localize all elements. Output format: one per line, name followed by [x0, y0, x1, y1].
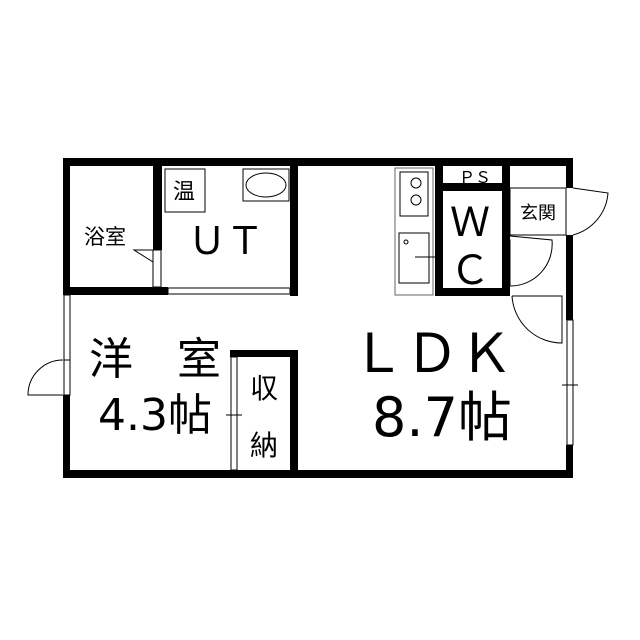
room-label-wc-w: Ｗ — [450, 200, 490, 246]
room-label-wc-c: Ｃ — [450, 248, 490, 294]
burner-icon — [410, 177, 422, 189]
room-label-ldk: ＬＤＫ — [351, 322, 513, 385]
water-heater — [164, 168, 206, 213]
kitchen-counter — [394, 167, 434, 296]
room-label-storage-bottom: 納 — [250, 429, 278, 462]
room-label-entrance: 玄関 — [520, 203, 556, 224]
washbasin-bowl — [245, 172, 287, 198]
room-label-utility: ＵＴ — [188, 219, 264, 263]
sink — [398, 232, 430, 284]
room-size-western: 4.3帖 — [98, 390, 212, 441]
burner-icon — [410, 194, 422, 206]
label-water-heater: 温 — [173, 180, 195, 205]
room-label-bath: 浴室 — [84, 225, 126, 249]
windows — [63, 249, 578, 471]
room-label-storage-top: 収 — [250, 372, 278, 405]
doors — [27, 187, 609, 396]
fixtures — [164, 167, 435, 296]
washbasin — [242, 168, 290, 202]
walls — [63, 158, 573, 478]
stove — [399, 171, 429, 217]
room-label-western: 洋 室 — [89, 334, 221, 385]
room-size-ldk: 8.7帖 — [372, 386, 512, 449]
label-pipe-space: ＰＳ — [459, 168, 491, 187]
